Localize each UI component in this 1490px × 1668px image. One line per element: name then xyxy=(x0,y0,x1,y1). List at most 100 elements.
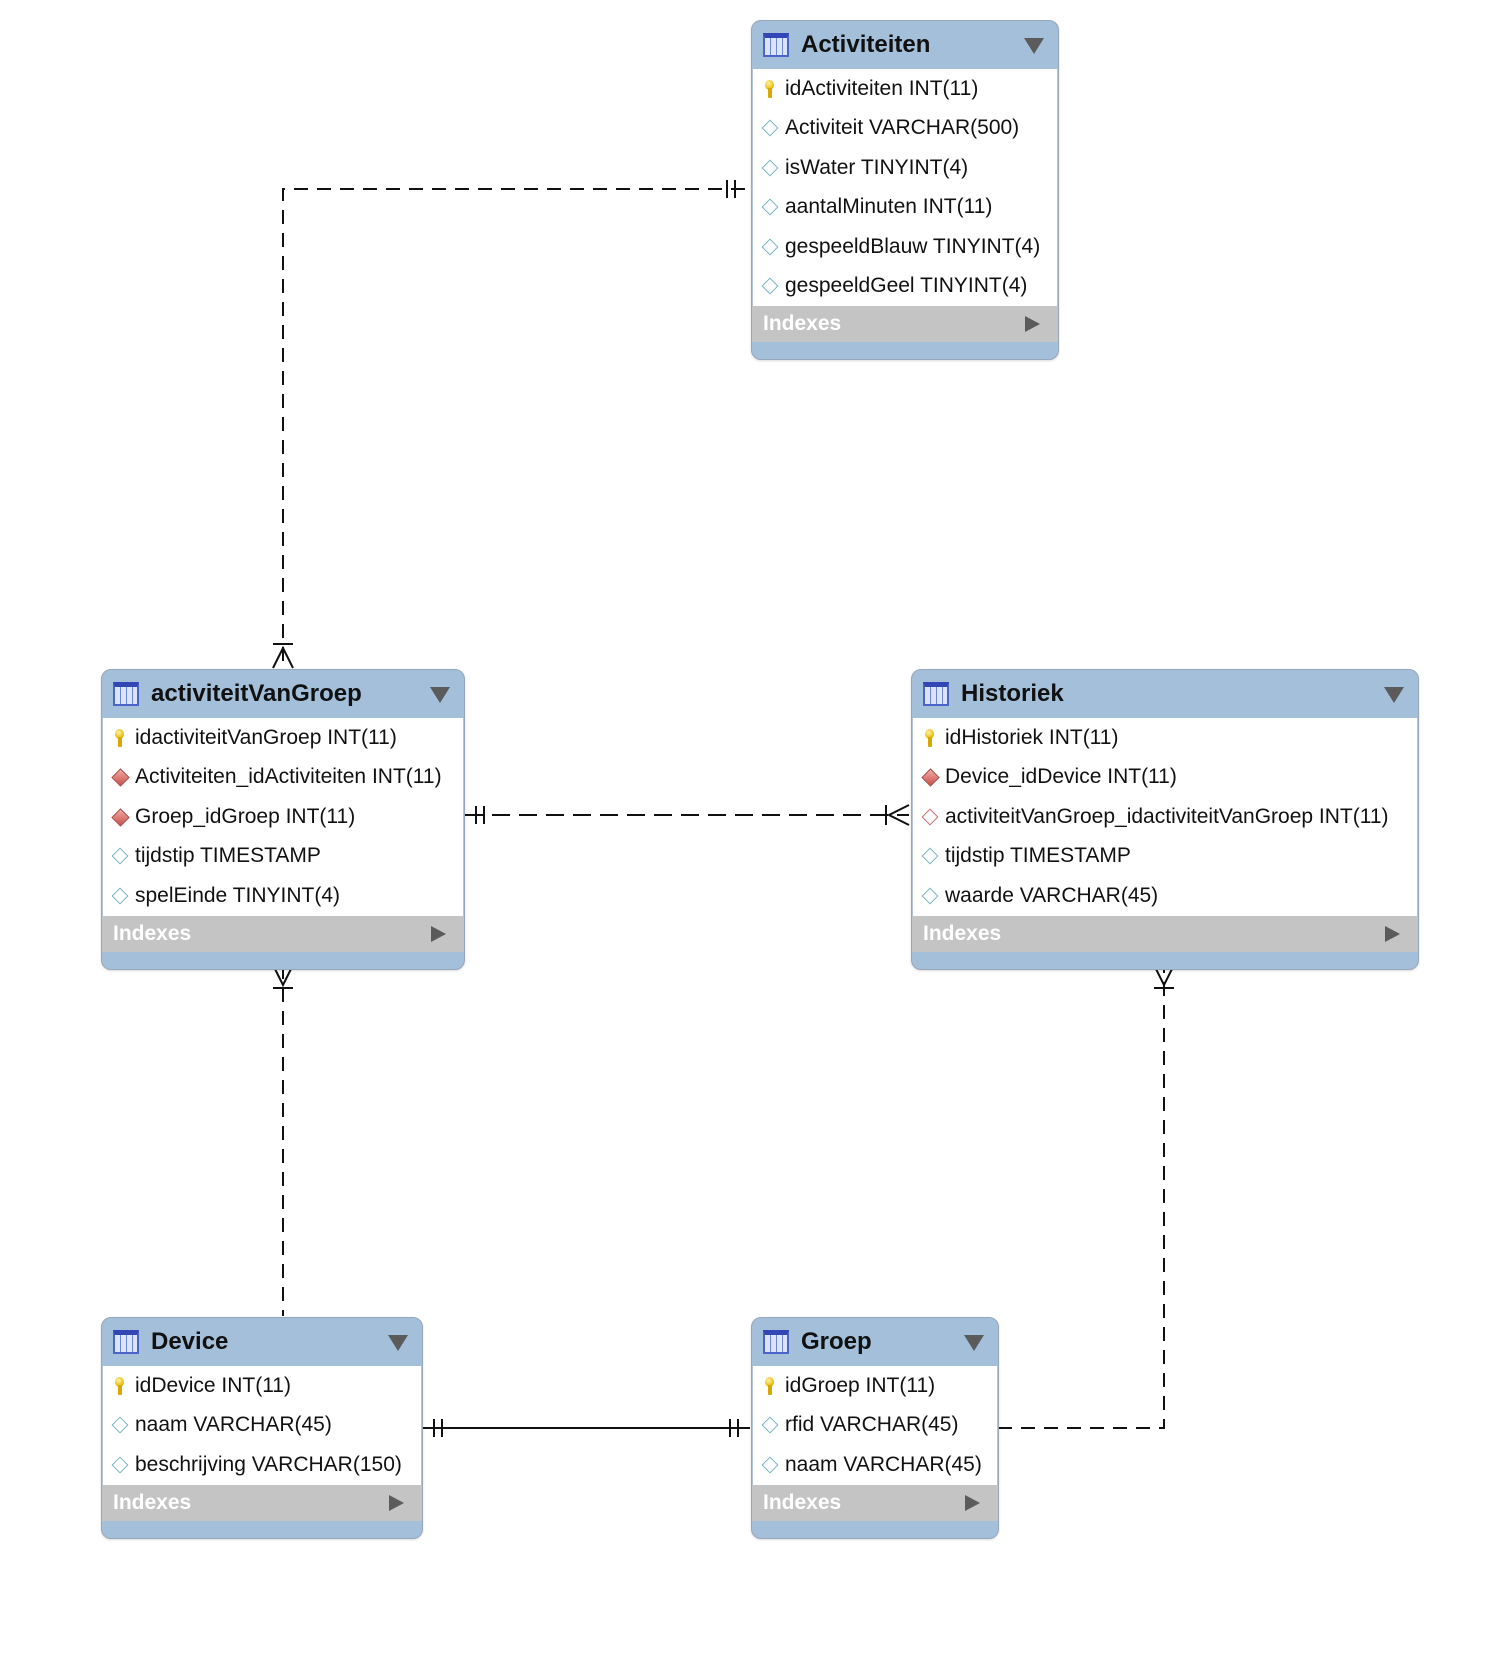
column-row[interactable]: isWater TINYINT(4) xyxy=(753,148,1057,188)
table-device[interactable]: Device idDevice INT(11) naam VARCHAR(45)… xyxy=(101,1317,423,1539)
table-icon xyxy=(763,33,789,57)
primary-key-icon xyxy=(761,1376,779,1395)
column-label: idHistoriek INT(11) xyxy=(945,725,1119,749)
column-list: idactiviteitVanGroep INT(11) Activiteite… xyxy=(102,718,464,916)
column-row[interactable]: Activiteiten_idActiviteiten INT(11) xyxy=(103,758,463,798)
collapse-triangle-icon[interactable] xyxy=(388,1335,408,1351)
column-list: idGroep INT(11) rfid VARCHAR(45) naam VA… xyxy=(752,1366,998,1485)
rel-activiteiten-activiteitvangroep xyxy=(282,188,745,668)
foreign-key-icon xyxy=(111,768,129,786)
column-list: idActiviteiten INT(11) Activiteit VARCHA… xyxy=(752,69,1058,306)
primary-key-icon xyxy=(921,728,939,747)
column-diamond-icon xyxy=(761,1456,779,1474)
table-activiteiten[interactable]: Activiteiten idActiviteiten INT(11) Acti… xyxy=(751,20,1059,360)
expand-triangle-icon[interactable] xyxy=(1025,316,1040,332)
table-header[interactable]: Device xyxy=(102,1318,422,1366)
expand-triangle-icon[interactable] xyxy=(965,1494,980,1511)
table-icon xyxy=(113,1330,139,1354)
column-row[interactable]: aantalMinuten INT(11) xyxy=(753,188,1057,228)
expand-triangle-icon[interactable] xyxy=(1385,925,1400,942)
column-row[interactable]: gespeeldGeel TINYINT(4) xyxy=(753,267,1057,307)
table-header[interactable]: Historiek xyxy=(912,670,1418,718)
column-label: isWater TINYINT(4) xyxy=(785,155,969,179)
column-row[interactable]: idGroep INT(11) xyxy=(753,1366,997,1406)
expand-triangle-icon[interactable] xyxy=(389,1494,404,1511)
column-row[interactable]: naam VARCHAR(45) xyxy=(753,1445,997,1485)
table-footer xyxy=(102,952,464,969)
collapse-triangle-icon[interactable] xyxy=(1384,687,1404,703)
table-icon xyxy=(923,682,949,706)
indexes-bar[interactable]: Indexes xyxy=(102,915,464,952)
collapse-triangle-icon[interactable] xyxy=(1024,38,1044,54)
table-header[interactable]: activiteitVanGroep xyxy=(102,670,464,718)
rel-groep-historiek xyxy=(998,965,1165,1429)
column-row[interactable]: spelEinde TINYINT(4) xyxy=(103,876,463,916)
column-row[interactable]: Device_idDevice INT(11) xyxy=(913,758,1417,798)
column-row[interactable]: idactiviteitVanGroep INT(11) xyxy=(103,718,463,758)
column-row[interactable]: tijdstip TIMESTAMP xyxy=(913,837,1417,877)
table-title: Device xyxy=(151,1328,229,1355)
column-list: idDevice INT(11) naam VARCHAR(45) beschr… xyxy=(102,1366,422,1485)
column-row[interactable]: naam VARCHAR(45) xyxy=(103,1406,421,1446)
column-row[interactable]: Activiteit VARCHAR(500) xyxy=(753,109,1057,149)
column-diamond-icon xyxy=(761,1416,779,1434)
column-diamond-icon xyxy=(761,119,779,137)
indexes-bar[interactable]: Indexes xyxy=(102,1484,422,1521)
column-label: idActiviteiten INT(11) xyxy=(785,76,979,100)
table-historiek[interactable]: Historiek idHistoriek INT(11) Device_idD… xyxy=(911,669,1419,970)
column-row[interactable]: beschrijving VARCHAR(150) xyxy=(103,1445,421,1485)
indexes-label: Indexes xyxy=(113,1490,192,1514)
column-label: idactiviteitVanGroep INT(11) xyxy=(135,725,397,749)
column-diamond-icon xyxy=(921,847,939,865)
column-row[interactable]: idDevice INT(11) xyxy=(103,1366,421,1406)
column-label: waarde VARCHAR(45) xyxy=(945,883,1159,907)
indexes-bar[interactable]: Indexes xyxy=(912,915,1418,952)
crowsfoot-many-mark xyxy=(272,645,294,669)
column-diamond-icon xyxy=(761,159,779,177)
column-label: naam VARCHAR(45) xyxy=(135,1413,332,1437)
collapse-triangle-icon[interactable] xyxy=(964,1335,984,1351)
expand-triangle-icon[interactable] xyxy=(431,925,446,942)
column-label: activiteitVanGroep_idactiviteitVanGroep … xyxy=(945,804,1389,828)
column-row[interactable]: Groep_idGroep INT(11) xyxy=(103,797,463,837)
collapse-triangle-icon[interactable] xyxy=(430,687,450,703)
column-diamond-icon xyxy=(111,1456,129,1474)
table-title: Groep xyxy=(801,1328,872,1355)
column-row[interactable]: waarde VARCHAR(45) xyxy=(913,876,1417,916)
column-row[interactable]: activiteitVanGroep_idactiviteitVanGroep … xyxy=(913,797,1417,837)
column-diamond-icon xyxy=(761,238,779,256)
primary-key-icon xyxy=(111,1376,129,1395)
column-label: idGroep INT(11) xyxy=(785,1373,936,1397)
column-diamond-icon xyxy=(921,887,939,905)
table-footer xyxy=(102,1521,422,1538)
column-label: Groep_idGroep INT(11) xyxy=(135,804,356,828)
table-footer xyxy=(752,342,1058,359)
table-header[interactable]: Groep xyxy=(752,1318,998,1366)
table-icon xyxy=(113,682,139,706)
indexes-bar[interactable]: Indexes xyxy=(752,1484,998,1521)
column-label: Device_idDevice INT(11) xyxy=(945,765,1177,789)
table-activiteitvangroep[interactable]: activiteitVanGroep idactiviteitVanGroep … xyxy=(101,669,465,970)
crowsfoot-many-mark xyxy=(886,804,910,826)
column-diamond-icon xyxy=(761,198,779,216)
primary-key-icon xyxy=(761,79,779,98)
indexes-bar[interactable]: Indexes xyxy=(752,306,1058,342)
column-row[interactable]: idHistoriek INT(11) xyxy=(913,718,1417,758)
table-title: Activiteiten xyxy=(801,31,931,58)
column-label: beschrijving VARCHAR(150) xyxy=(135,1452,402,1476)
column-label: aantalMinuten INT(11) xyxy=(785,195,993,219)
column-diamond-icon xyxy=(761,277,779,295)
column-row[interactable]: gespeeldBlauw TINYINT(4) xyxy=(753,227,1057,267)
foreign-key-icon xyxy=(111,808,129,826)
column-label: tijdstip TIMESTAMP xyxy=(945,844,1131,868)
column-diamond-icon xyxy=(111,847,129,865)
table-header[interactable]: Activiteiten xyxy=(752,21,1058,69)
table-groep[interactable]: Groep idGroep INT(11) rfid VARCHAR(45) n… xyxy=(751,1317,999,1539)
table-title: Historiek xyxy=(961,680,1064,707)
column-label: tijdstip TIMESTAMP xyxy=(135,844,321,868)
column-row[interactable]: rfid VARCHAR(45) xyxy=(753,1406,997,1446)
column-diamond-icon xyxy=(111,887,129,905)
column-row[interactable]: idActiviteiten INT(11) xyxy=(753,69,1057,109)
column-row[interactable]: tijdstip TIMESTAMP xyxy=(103,837,463,877)
